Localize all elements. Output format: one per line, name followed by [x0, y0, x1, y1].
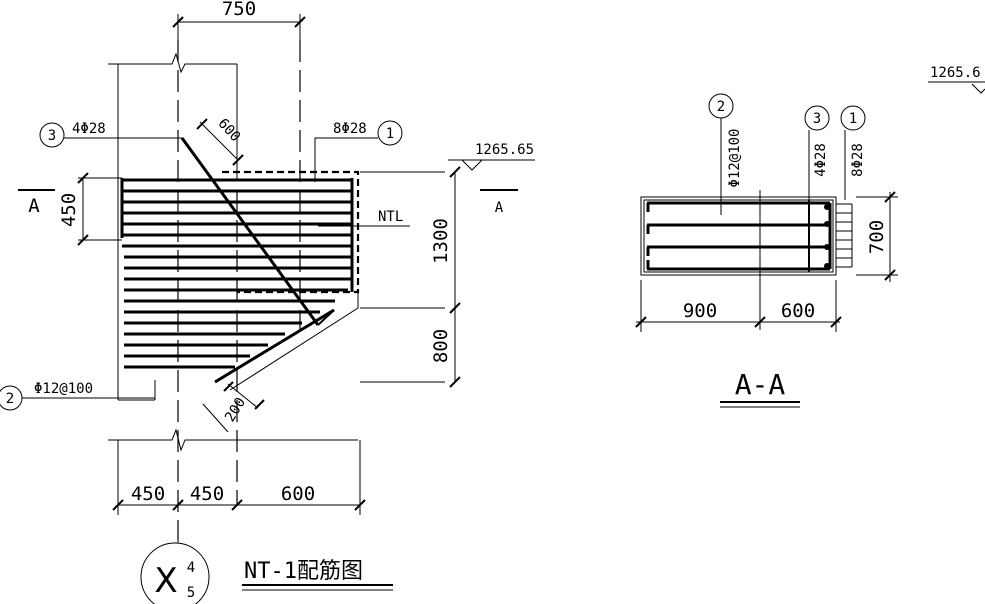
right-edge-elevation: 1265.6 [928, 65, 985, 94]
diagonal-rebar-4phi28 [180, 137, 320, 326]
section-marker-circle-1 [840, 105, 866, 131]
dim-tick [231, 499, 243, 511]
dim-tick [354, 499, 366, 511]
section-label-4phi28: 4Φ28 [813, 143, 829, 177]
dim-tick [77, 234, 89, 246]
dim-tick [830, 316, 842, 328]
section-inner-outline [643, 199, 834, 273]
marker-circle-3 [39, 122, 65, 148]
dim-tick [449, 166, 461, 178]
label-4phi28: 4Φ28 [72, 121, 106, 137]
section-dim-900: 900 [683, 300, 717, 322]
wall-break-bottom [108, 428, 358, 452]
axis-num-top: 4 [187, 560, 195, 576]
dim-200: 200 [222, 395, 249, 425]
dim-line-200 [227, 383, 259, 409]
dim-tick [254, 399, 265, 410]
section-letter-left: A [28, 195, 40, 217]
section-aa: 2 Φ12@100 3 4Φ28 1 8Φ28 900 600 700 A-A [635, 93, 898, 408]
section-marker-3-label: 3 [813, 111, 821, 127]
section-letter-right: A [495, 200, 504, 216]
detail-title: NT-1配筋图 [244, 559, 363, 584]
dim-tick [449, 376, 461, 388]
dim-tick [223, 381, 234, 392]
dim-line-diag [199, 121, 239, 161]
dim-tick [635, 316, 647, 328]
dim-750: 750 [222, 0, 256, 20]
rebar-bend [317, 309, 335, 326]
section-label-8phi28: 8Φ28 [850, 143, 866, 177]
wall-break-top [108, 52, 237, 74]
dim-bottom-600: 600 [281, 483, 315, 505]
elevation-triangle [461, 159, 483, 171]
horizontal-rebars [122, 178, 352, 369]
elevation-label: 1265.65 [475, 142, 534, 158]
axis-bubble [140, 542, 210, 604]
dim-tick [77, 172, 89, 184]
marker-3-label: 3 [48, 128, 56, 144]
rebar-dot [824, 263, 830, 269]
marker-circle-1 [377, 120, 403, 146]
dim-tick [884, 269, 896, 281]
section-outline [640, 196, 837, 276]
section-marker-2-label: 2 [717, 99, 725, 115]
dim-tick [884, 191, 896, 203]
label-phi12-100: Φ12@100 [34, 381, 93, 397]
marker-1-label: 1 [386, 126, 394, 142]
elevation-triangle-right [971, 83, 985, 94]
diagonal-rebar-bracket [214, 308, 335, 384]
dim-tick [196, 118, 208, 130]
rebar-dot [824, 221, 830, 227]
label-ntl: NTL [378, 209, 403, 225]
ext-line [202, 403, 229, 433]
label-8phi28: 8Φ28 [333, 121, 367, 137]
section-title: A-A [735, 368, 786, 401]
section-dim-600: 600 [781, 300, 815, 322]
axis-num-bottom: 5 [187, 585, 195, 601]
dim-tick [449, 302, 461, 314]
rebar-dot [824, 204, 830, 210]
section-dim-700: 700 [866, 220, 888, 254]
dim-bottom-450a: 450 [131, 483, 165, 505]
leader-line [314, 137, 378, 182]
section-marker-1-label: 1 [849, 111, 857, 127]
dim-tick [112, 499, 124, 511]
dim-tick [232, 154, 244, 166]
dim-800: 800 [430, 329, 452, 363]
rebar-stubs [836, 203, 853, 268]
elevation-label-right: 1265.6 [930, 65, 981, 81]
bracket-outline [229, 292, 359, 391]
dim-tick [754, 316, 766, 328]
nt1-detail: 750 [0, 0, 535, 604]
beam-outline [222, 170, 360, 294]
dim-1300: 1300 [430, 218, 452, 264]
section-label-phi12-100: Φ12@100 [727, 128, 743, 187]
rebar-dot [824, 244, 830, 250]
section-marker-circle-3 [804, 105, 830, 131]
marker-2-label: 2 [6, 391, 14, 407]
axis-x-mark: X [154, 561, 177, 601]
dim-tick [172, 499, 184, 511]
dim-450-vertical: 450 [58, 193, 80, 227]
dim-bottom-450b: 450 [190, 483, 224, 505]
